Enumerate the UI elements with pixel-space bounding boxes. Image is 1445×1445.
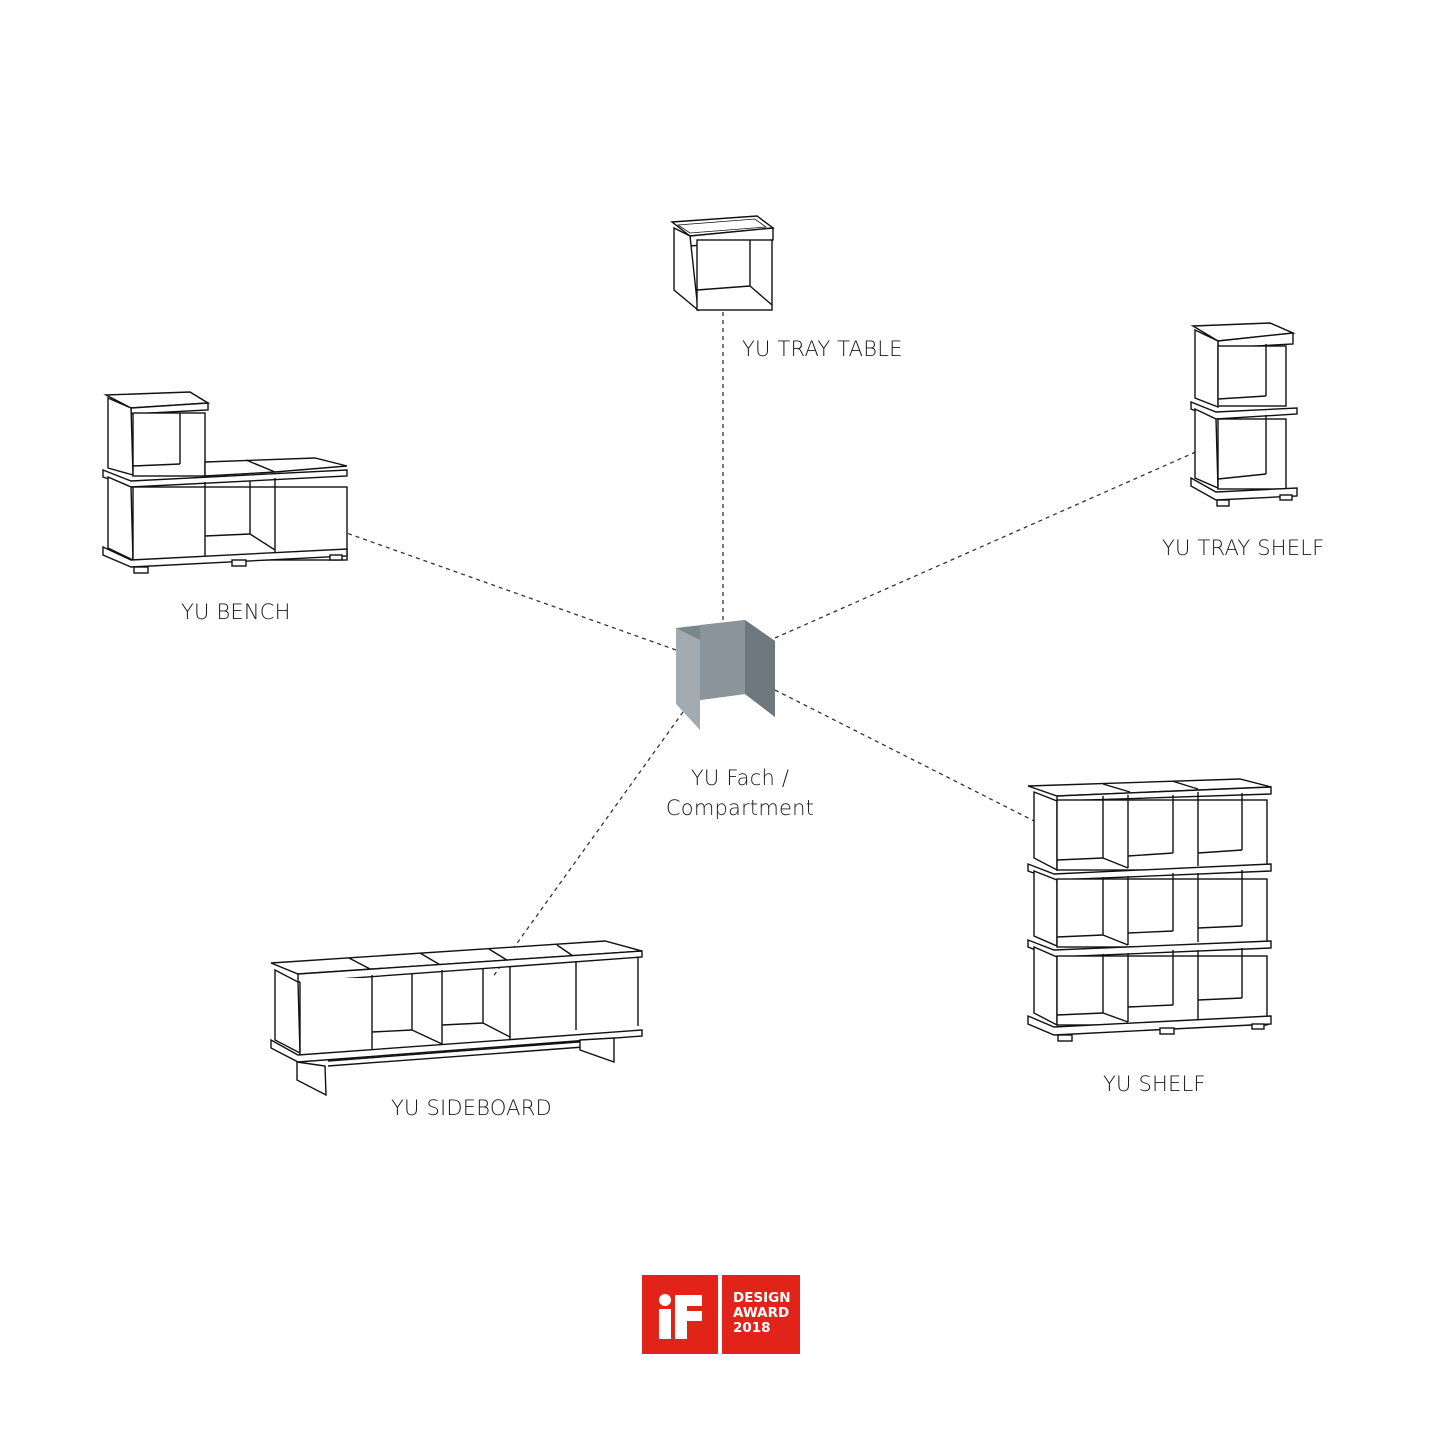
connector-shelf xyxy=(774,689,1049,829)
label-sideboard: YU SIDEBOARD xyxy=(391,1096,552,1120)
label-tray-shelf: YU TRAY SHELF xyxy=(1162,536,1325,560)
sideboard-drawing xyxy=(270,940,643,1097)
label-compartment-line2: Compartment xyxy=(665,796,815,820)
award-text: DESIGN AWARD 2018 xyxy=(722,1275,800,1354)
if-logo-icon xyxy=(642,1275,718,1354)
if-design-award-badge: DESIGN AWARD 2018 xyxy=(642,1275,800,1354)
compartment-icon xyxy=(676,620,775,730)
bench-drawing xyxy=(102,391,348,574)
label-bench: YU BENCH xyxy=(181,600,291,624)
label-compartment: YU Fach / Compartment xyxy=(650,763,830,823)
connector-tray-shelf xyxy=(774,446,1208,639)
shelf-drawing xyxy=(1027,778,1272,1042)
award-line-3: 2018 xyxy=(733,1320,771,1336)
label-tray-table: YU TRAY TABLE xyxy=(742,337,903,361)
connector-sideboard xyxy=(486,711,684,986)
label-compartment-line1: YU Fach / xyxy=(690,766,790,790)
tray-table-drawing xyxy=(670,215,775,312)
connector-bench xyxy=(261,502,677,651)
tray-shelf-drawing xyxy=(1190,322,1298,507)
connector-lines xyxy=(261,300,1208,986)
award-line-1: DESIGN xyxy=(733,1290,791,1306)
award-line-2: AWARD xyxy=(733,1305,790,1321)
label-shelf: YU SHELF xyxy=(1103,1072,1206,1096)
